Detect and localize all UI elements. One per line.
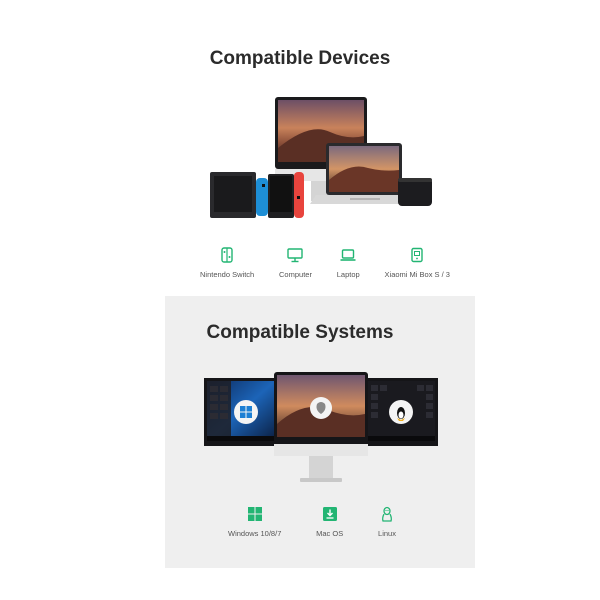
linux-screen bbox=[364, 378, 438, 446]
tv-box-icon bbox=[411, 247, 423, 263]
switch-icon bbox=[221, 247, 233, 263]
monitor-icon bbox=[287, 248, 304, 263]
system-label: Mac OS bbox=[316, 529, 344, 538]
system-label: Windows 10/8/7 bbox=[228, 529, 282, 538]
device-laptop: Laptop bbox=[337, 246, 360, 279]
device-label: Nintendo Switch bbox=[200, 270, 255, 279]
nintendo-switch-device bbox=[210, 172, 304, 218]
device-nintendo-switch: Nintendo Switch bbox=[200, 246, 254, 279]
laptop-device bbox=[310, 143, 418, 204]
device-xiaomi-mi-box: Xiaomi Mi Box S / 3 bbox=[385, 246, 450, 279]
windows-screen bbox=[204, 378, 278, 446]
devices-list: Nintendo Switch Computer Laptop Xiaomi M… bbox=[200, 246, 450, 279]
systems-illustration bbox=[204, 372, 438, 482]
device-label: Computer bbox=[279, 270, 312, 279]
windows-icon bbox=[247, 507, 262, 521]
laptop-icon bbox=[340, 249, 356, 261]
imac-mac-screen bbox=[274, 372, 368, 482]
system-linux: Linux bbox=[378, 505, 396, 538]
systems-title: Compatible Systems bbox=[206, 322, 394, 343]
system-windows: Windows 10/8/7 bbox=[228, 505, 281, 538]
device-label: Laptop bbox=[336, 270, 360, 279]
device-label: Xiaomi Mi Box S / 3 bbox=[384, 270, 450, 279]
devices-illustration bbox=[210, 97, 432, 218]
devices-title: Compatible Devices bbox=[209, 48, 391, 69]
device-computer: Computer bbox=[279, 246, 312, 279]
systems-list: Windows 10/8/7 Mac OS Linux bbox=[228, 505, 396, 538]
linux-tux-icon bbox=[382, 506, 392, 522]
system-mac-os: Mac OS bbox=[316, 505, 343, 538]
system-label: Linux bbox=[378, 529, 396, 538]
tv-box-device bbox=[398, 178, 432, 206]
apple-download-icon bbox=[322, 507, 337, 521]
